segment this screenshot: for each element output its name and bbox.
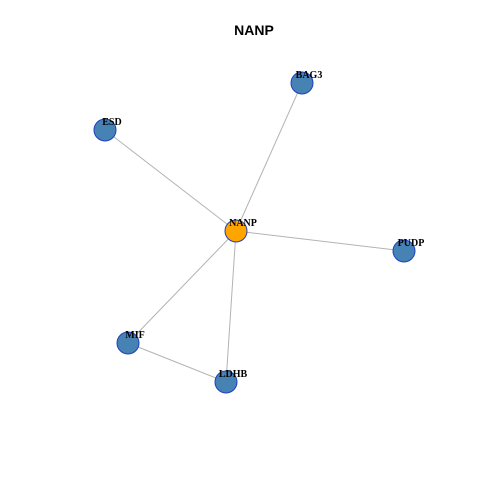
nodes-layer: [93, 71, 416, 394]
graph-title: NANP: [234, 22, 274, 38]
node-mif[interactable]: [116, 331, 140, 355]
node-pudp[interactable]: [392, 239, 416, 263]
node-bag3[interactable]: [290, 71, 314, 95]
node-ldhb[interactable]: [214, 370, 238, 394]
node-label-mif: MIF: [125, 330, 144, 341]
edges-layer: [104, 82, 405, 383]
node-label-ldhb: LDHB: [219, 369, 248, 380]
edge-nanp-bag3: [235, 82, 303, 232]
node-label-nanp: NANP: [229, 218, 257, 229]
node-esd[interactable]: [93, 118, 117, 142]
node-nanp[interactable]: [224, 219, 248, 243]
node-label-bag3: BAG3: [296, 70, 323, 81]
edge-nanp-mif: [127, 230, 237, 344]
node-label-esd: ESD: [102, 117, 121, 128]
edge-nanp-esd: [104, 129, 237, 232]
edge-mif-ldhb: [127, 342, 227, 383]
node-label-pudp: PUDP: [398, 238, 425, 249]
edge-nanp-pudp: [235, 230, 405, 252]
edge-nanp-ldhb: [225, 230, 237, 383]
